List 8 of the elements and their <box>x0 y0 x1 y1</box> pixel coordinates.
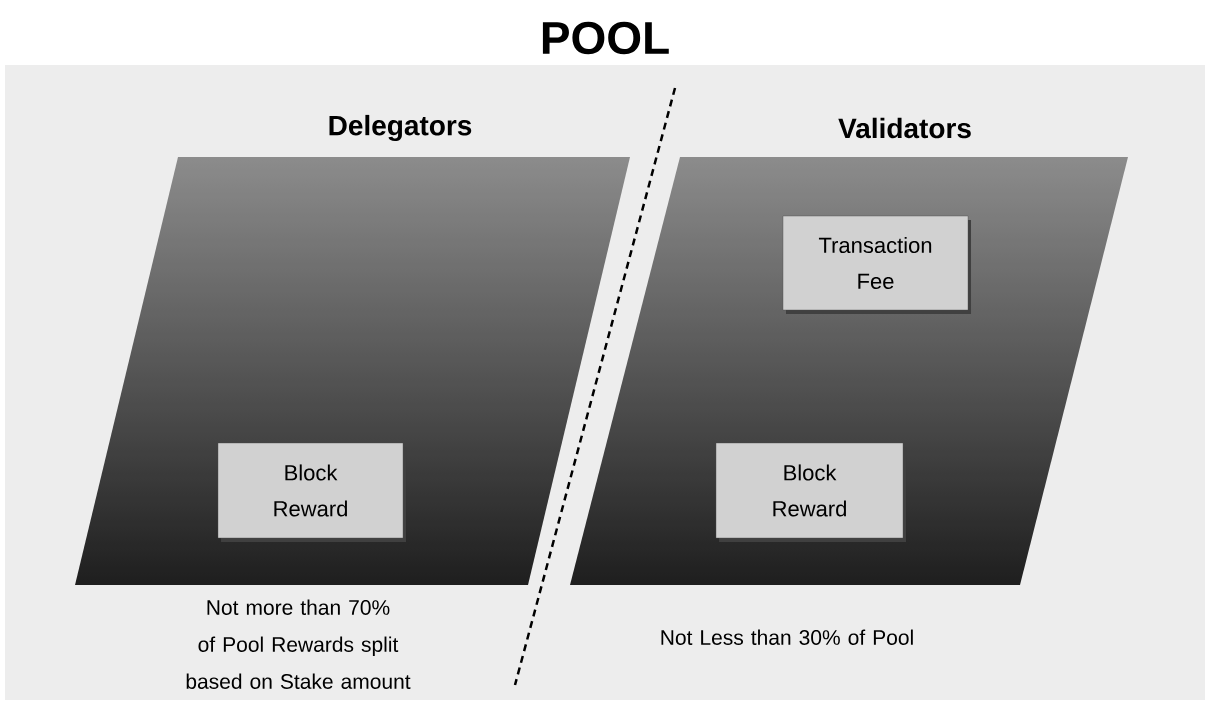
note-text: Not Less than 30% of Pool <box>661 629 913 645</box>
note-text: Not more than 70% of Pool Rewards split based on Stake amount <box>186 599 411 689</box>
reward-box: Block Reward <box>217 442 406 542</box>
reward-box: Transaction Fee <box>782 215 971 314</box>
reward-box: Block Reward <box>715 442 906 542</box>
title: POOL <box>542 21 669 55</box>
panel-heading: Validators <box>838 117 971 139</box>
panel-heading: Delegators <box>329 114 472 142</box>
